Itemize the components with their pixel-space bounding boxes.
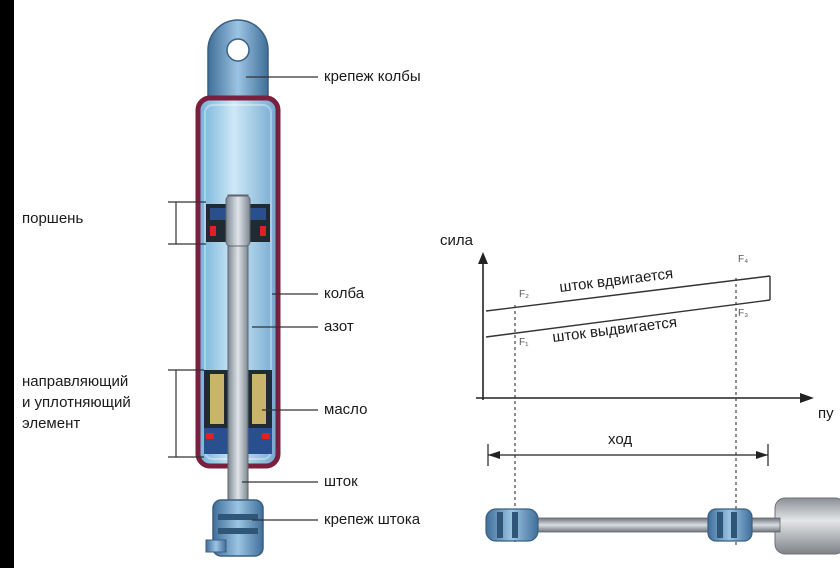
label-guide-seal-line1: направляющий xyxy=(22,373,129,390)
label-f1: F₁ xyxy=(519,337,529,348)
label-piston: поршень xyxy=(22,210,84,227)
force-graph: сила пу шток вдвигается шток выдвигается… xyxy=(440,232,834,545)
leader-lines-right xyxy=(242,76,318,521)
brackets-left xyxy=(168,201,206,458)
label-f4: F₄ xyxy=(738,254,748,265)
flask-mount-eyelet xyxy=(207,19,269,101)
label-oil: масло xyxy=(324,401,368,418)
line-lower-label: шток выдвигается xyxy=(551,314,677,346)
line-rod-extending xyxy=(485,299,771,338)
label-rod-mount: крепеж штока xyxy=(324,511,421,528)
line-rod-retracting xyxy=(485,275,771,312)
label-rod: шток xyxy=(324,473,358,490)
left-border xyxy=(0,0,14,568)
line-upper-label: шток вдвигается xyxy=(558,265,674,296)
piston xyxy=(206,195,270,247)
y-axis-arrow xyxy=(478,252,488,264)
bracket-guide-seal xyxy=(168,369,177,458)
label-guide-seal-line2: и уплотняющий xyxy=(22,394,131,411)
x-axis-arrow xyxy=(800,393,814,403)
label-flask: колба xyxy=(324,285,365,302)
y-axis-label: сила xyxy=(440,232,474,249)
x-axis-label: пу xyxy=(818,405,834,422)
rod-mount xyxy=(205,499,264,557)
label-flask-mount: крепеж колбы xyxy=(324,68,421,85)
bracket-piston xyxy=(168,201,177,245)
label-f2-left: F₂ xyxy=(519,289,529,300)
label-f3: F₃ xyxy=(738,308,748,319)
stroke-label: ход xyxy=(608,431,632,448)
label-nitrogen: азот xyxy=(324,318,354,335)
label-guide-seal-line3: элемент xyxy=(22,415,81,432)
horizontal-gas-spring xyxy=(485,497,840,555)
